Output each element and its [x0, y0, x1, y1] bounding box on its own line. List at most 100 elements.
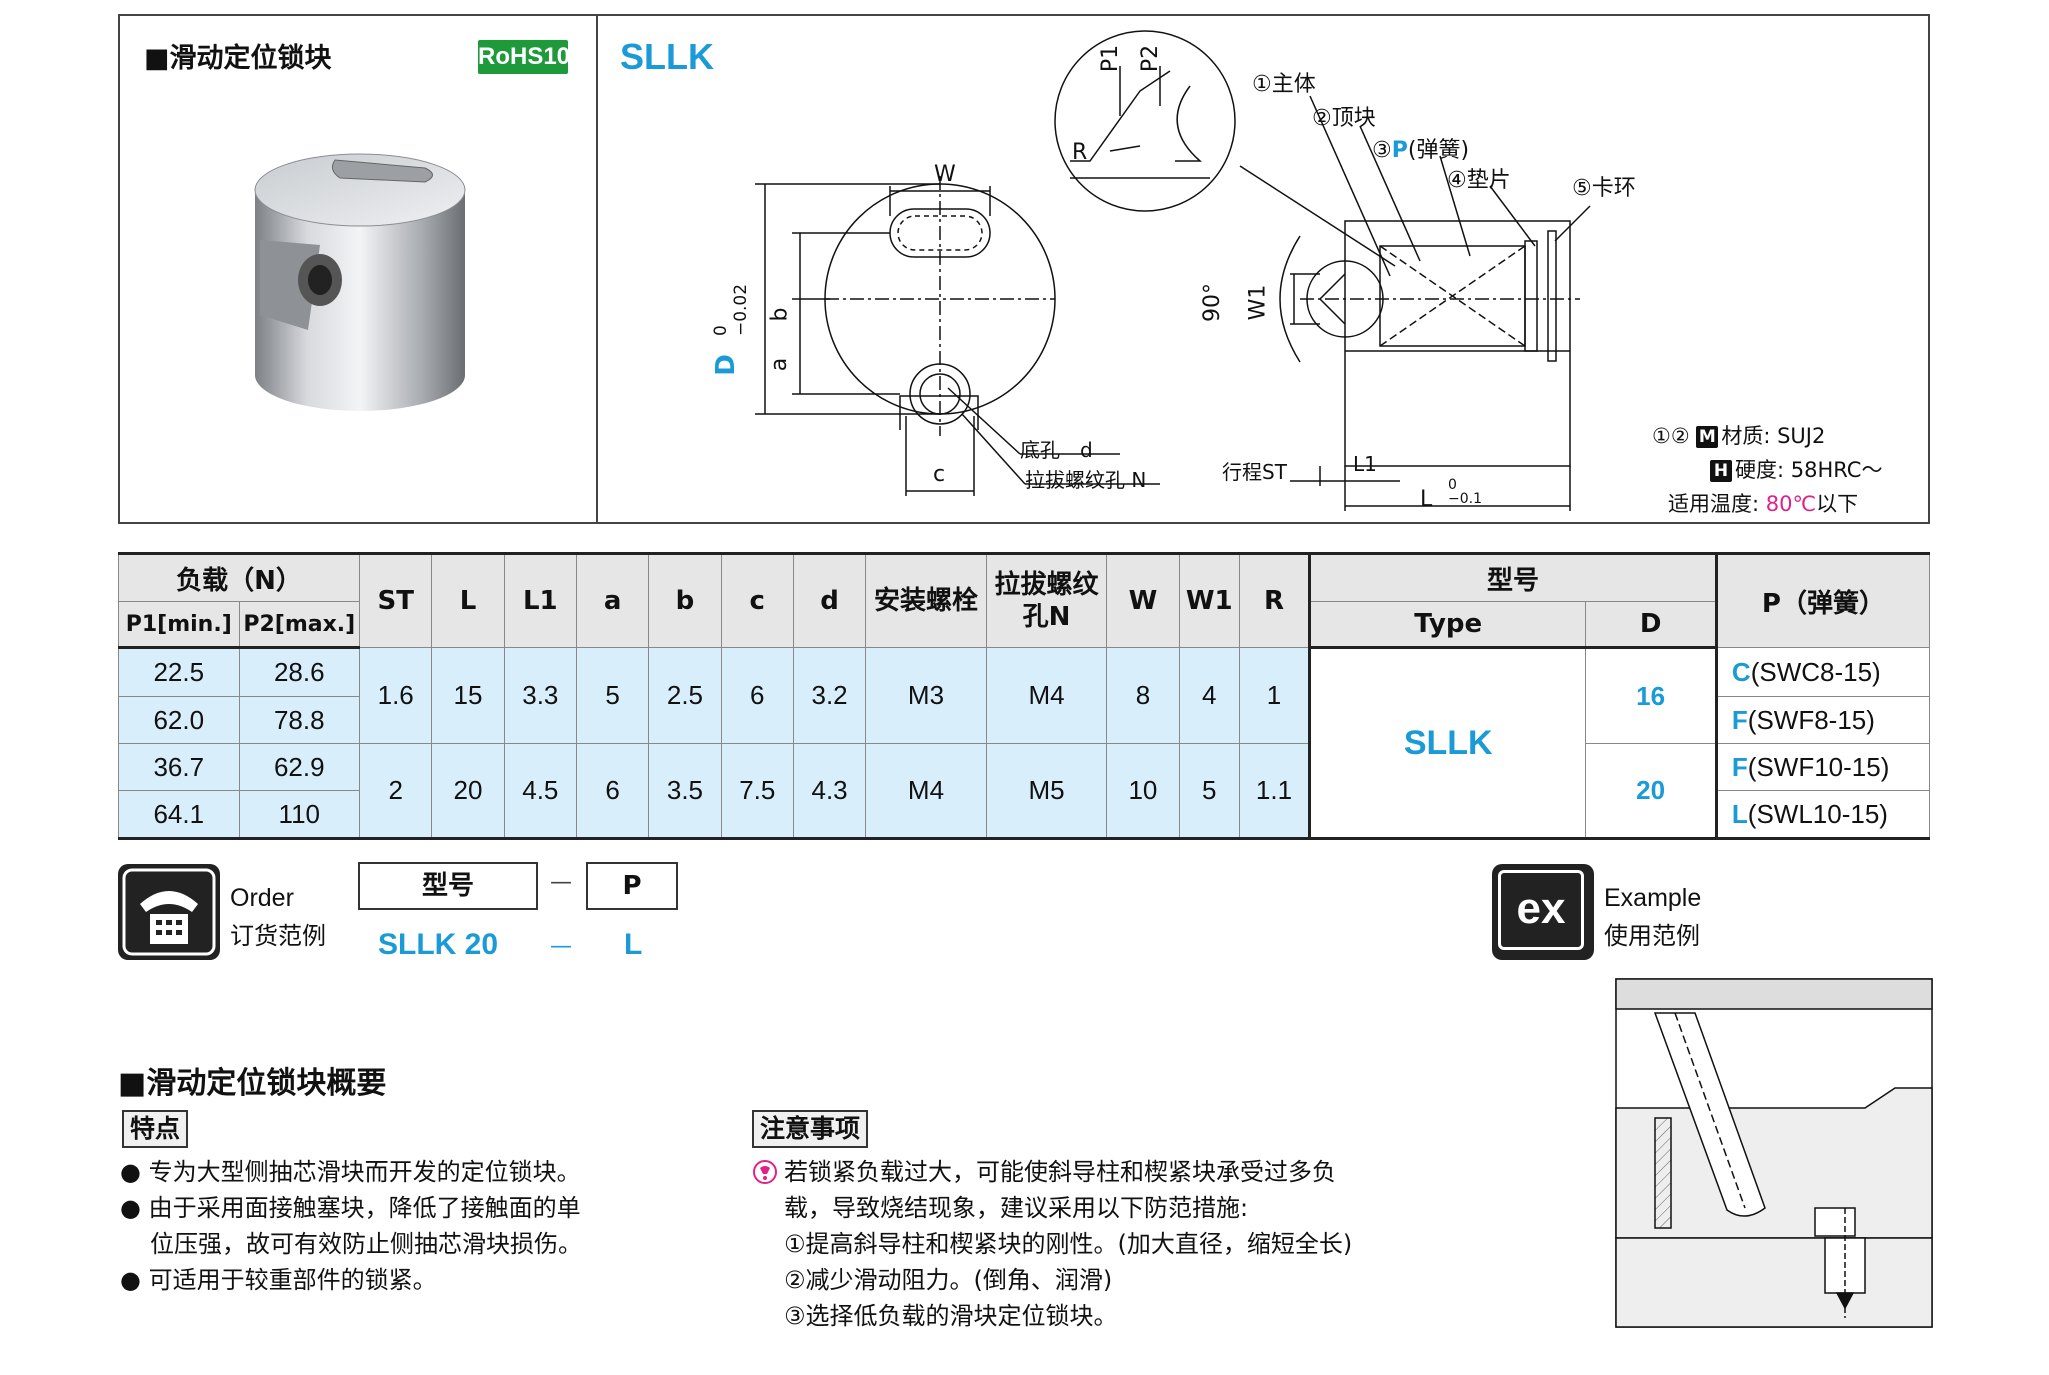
order-label-en: Order: [230, 884, 294, 912]
cell-c: 6: [720, 647, 794, 744]
order-value-dash: —: [550, 934, 572, 959]
cell-d: 4.3: [792, 743, 867, 840]
cell-c: 7.5: [720, 743, 794, 840]
label-angle: 90°: [1200, 283, 1225, 322]
product-photo: [254, 153, 466, 411]
cell-d-value: 16: [1585, 647, 1717, 744]
th-dcol: D: [1585, 601, 1717, 649]
cell-st: 2: [359, 743, 433, 840]
cell-p1: 22.5: [118, 647, 240, 697]
usage-diagram: [1615, 978, 1933, 1328]
note-line: ③选择低负载的滑块定位锁块。: [784, 1302, 1118, 1330]
label-b: b: [767, 307, 793, 322]
cell-d-value: 20: [1585, 743, 1717, 840]
cell-p1: 64.1: [118, 790, 240, 840]
phone-icon: [118, 864, 220, 960]
label-l: L: [1420, 487, 1433, 512]
order-label-cn: 订货范例: [230, 922, 326, 950]
cell-l: 15: [431, 647, 505, 744]
hardness-icon: H: [1710, 460, 1732, 482]
table-row: 64.1 110 L(SWL10-15): [118, 790, 1931, 840]
product-title: ■滑动定位锁块: [144, 43, 332, 74]
label-p1: P1: [1098, 44, 1124, 73]
th-w1: W1: [1178, 552, 1240, 648]
cell-bolt: M4: [865, 743, 987, 840]
label-pull-thread: 拉拔螺纹孔 N: [1025, 468, 1147, 492]
cell-w1: 5: [1178, 743, 1240, 840]
feature-item: ● 专为大型侧抽芯滑块而开发的定位锁块。: [120, 1158, 581, 1186]
th-d: d: [792, 552, 867, 648]
cell-p2: 78.8: [238, 696, 361, 744]
overview-title: ■滑动定位锁块概要: [118, 1066, 387, 1101]
part-ejector: ②顶块: [1312, 106, 1376, 131]
label-bottom-hole: 底孔 d: [1020, 438, 1093, 462]
model-code: SLLK: [620, 36, 714, 77]
part-body: ①主体: [1252, 72, 1316, 97]
th-b: b: [648, 552, 722, 648]
order-col-type: 型号: [358, 862, 538, 910]
th-l1: L1: [503, 552, 577, 648]
label-r: R: [1072, 140, 1088, 165]
th-model: 型号: [1309, 552, 1717, 602]
label-a: a: [767, 357, 793, 372]
th-pull: 拉拔螺纹孔N: [985, 552, 1108, 648]
th-w: W: [1106, 552, 1180, 648]
label-l-tolerance: 0−0.1: [1448, 477, 1482, 507]
rohs-badge: RoHS10: [478, 40, 570, 74]
cell-r: 1: [1238, 647, 1312, 744]
th-p1: P1[min.]: [118, 601, 240, 649]
cell-w1: 4: [1178, 647, 1240, 744]
th-spring: P（弹簧）: [1714, 552, 1931, 648]
cell-r: 1.1: [1238, 743, 1312, 840]
cell-p1: 62.0: [118, 696, 240, 744]
example-label-cn: 使用范例: [1604, 922, 1700, 950]
cell-st: 1.6: [359, 647, 433, 744]
cell-l1: 3.3: [503, 647, 577, 744]
cell-pull: M4: [985, 647, 1108, 744]
order-value-p: L: [624, 928, 643, 961]
label-p2: P2: [1138, 44, 1164, 73]
cell-b: 2.5: [648, 647, 722, 744]
cell-d: 3.2: [792, 647, 867, 744]
feature-item: ● 由于采用面接触塞块，降低了接触面的单: [120, 1194, 581, 1222]
th-st: ST: [359, 552, 433, 648]
label-c: c: [933, 462, 946, 487]
th-r: R: [1238, 552, 1312, 648]
th-type: Type: [1309, 601, 1587, 649]
cell-w: 8: [1106, 647, 1180, 744]
features-tag: 特点: [122, 1110, 189, 1148]
cell-bolt: M3: [865, 647, 987, 744]
temperature-info: 适用温度: 80℃以下: [1668, 492, 1859, 516]
cell-a: 5: [575, 647, 650, 744]
th-l: L: [431, 552, 505, 648]
cell-pull: M5: [985, 743, 1108, 840]
label-d: D: [710, 354, 741, 376]
cell-l1: 4.5: [503, 743, 577, 840]
part-washer: ④垫片: [1447, 168, 1511, 193]
label-d-tolerance: 0 −0.02: [711, 283, 752, 337]
feature-item: ● 可适用于较重部件的锁紧。: [120, 1266, 437, 1294]
cell-w: 10: [1106, 743, 1180, 840]
cell-a: 6: [575, 743, 650, 840]
label-w: W: [934, 162, 956, 187]
label-l1: L1: [1353, 452, 1377, 476]
th-load: 负载（N）: [117, 552, 361, 602]
feature-item-cont: 位压强，故可有效防止侧抽芯滑块损伤。: [150, 1230, 582, 1258]
cell-b: 3.5: [648, 743, 722, 840]
part-spring: ③P(弹簧): [1372, 138, 1470, 163]
cell-p2: 62.9: [238, 743, 361, 791]
cell-p2: 28.6: [238, 647, 361, 697]
dimension-drawing: [755, 30, 1591, 511]
notes-tag: 注意事项: [752, 1110, 869, 1148]
table-row: 62.0 78.8 F(SWF8-15): [118, 696, 1931, 744]
th-c: c: [720, 552, 794, 648]
th-p2: P2[max.]: [238, 601, 361, 649]
spec-panel: [118, 14, 1930, 524]
cell-spring: F(SWF8-15): [1714, 696, 1931, 744]
th-bolt: 安装螺栓: [865, 552, 987, 648]
th-a: a: [575, 552, 650, 648]
panel-divider: [596, 14, 598, 524]
cell-type: SLLK: [1309, 647, 1587, 840]
